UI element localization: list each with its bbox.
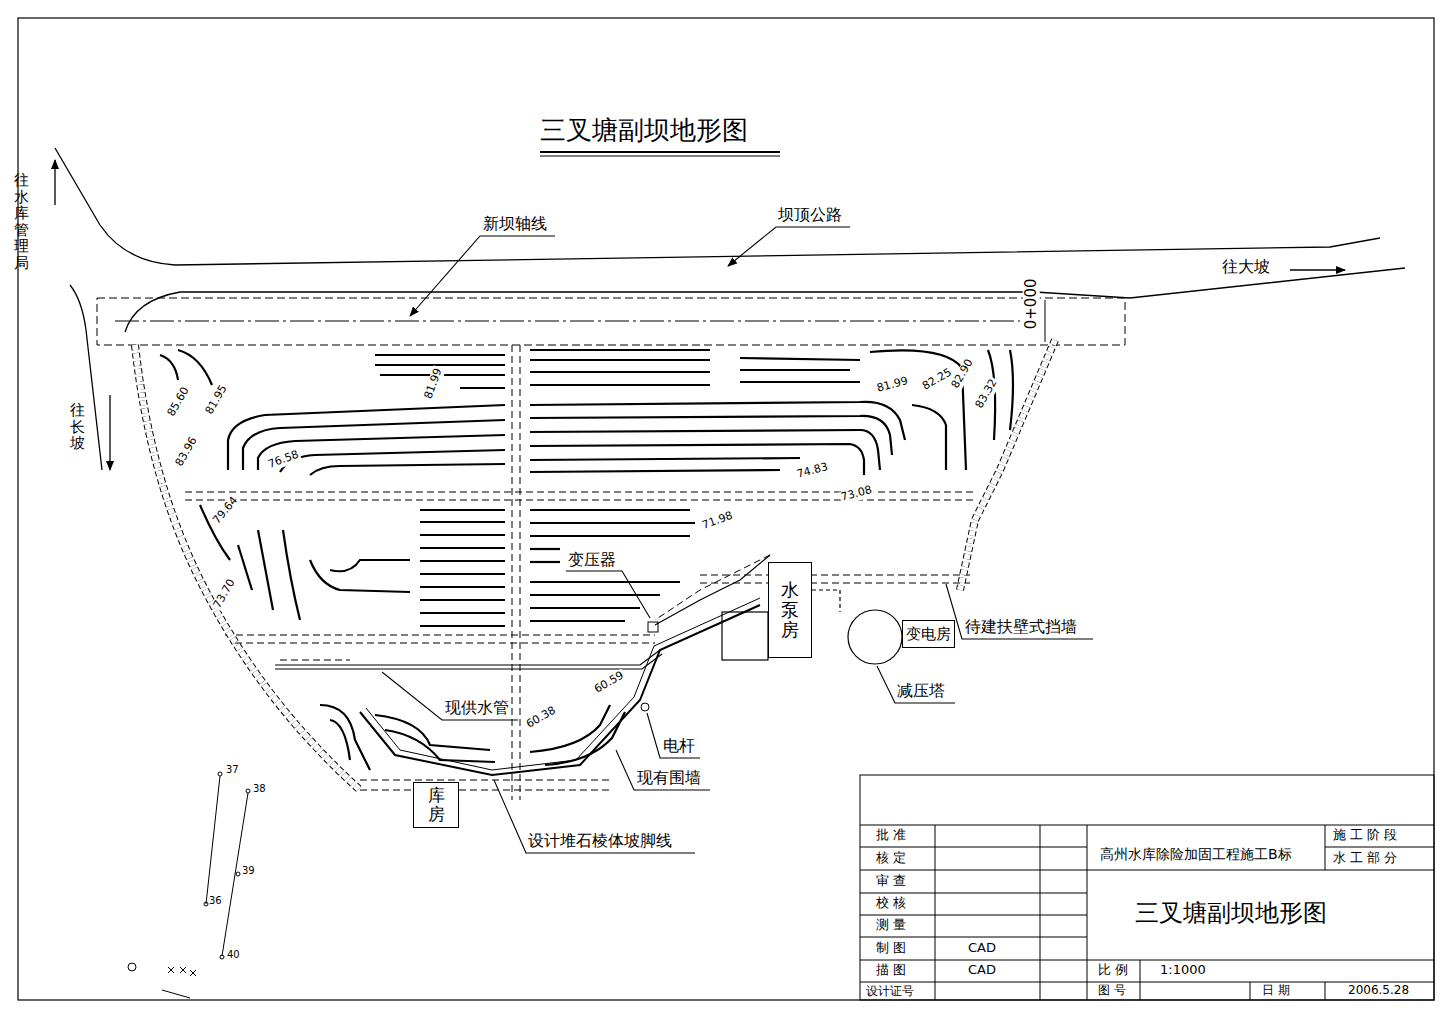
- direction-label: 往长坡: [70, 402, 85, 452]
- table-cell: 校 核: [876, 896, 906, 911]
- title-block-grid: [860, 775, 1434, 1000]
- table-cell: 2006.5.28: [1348, 984, 1409, 998]
- sheet-frame: [18, 18, 1434, 1000]
- site-lines: [275, 555, 902, 775]
- boundary-wall: [135, 340, 1055, 790]
- map-title: 三叉塘副坝地形图: [540, 116, 748, 146]
- elevation-number: 60.59: [592, 669, 627, 697]
- table-cell: 批 准: [876, 828, 906, 843]
- table-cell: 施 工 阶 段: [1333, 828, 1397, 843]
- table-cell: 水 工 部 分: [1333, 851, 1397, 866]
- elevation-number: 85.60: [165, 385, 193, 420]
- table-cell: CAD: [968, 963, 996, 978]
- dashed-bands: [185, 345, 975, 800]
- elevation-number: 83.32: [973, 377, 1001, 412]
- table-cell: CAD: [968, 941, 996, 956]
- title-underline: [540, 152, 780, 156]
- table-cell: 三叉塘副坝地形图: [1135, 900, 1327, 928]
- elevation-number: 60.38: [524, 704, 559, 732]
- callout-label: 变压器: [568, 551, 616, 569]
- elevation-number: 81.95: [203, 383, 231, 418]
- callout-label: 减压塔: [897, 682, 945, 700]
- table-cell: 描 图: [876, 963, 906, 978]
- callout-label: 设计堆石棱体坡脚线: [528, 832, 672, 850]
- contour-lines: [160, 350, 1013, 770]
- direction-label: 往大坡: [1222, 258, 1270, 276]
- building-name: 水泵房: [781, 580, 799, 639]
- road-edges: [55, 148, 1405, 470]
- elevation-number: 81.99: [422, 366, 445, 402]
- table-cell: 设计证号: [866, 985, 914, 999]
- building-box: 库房: [413, 782, 459, 828]
- table-cell: 审 查: [876, 874, 906, 889]
- callout-label: 新坝轴线: [483, 215, 547, 233]
- point-number: 36: [209, 895, 222, 907]
- elevation-number: 73.70: [211, 577, 239, 612]
- elevation-number: 82.25: [920, 366, 955, 394]
- table-cell: 核 定: [876, 851, 906, 866]
- direction-arrows: [55, 160, 1345, 470]
- point-number: 40: [227, 949, 240, 961]
- point-number: 38: [253, 783, 266, 795]
- point-number: 39: [242, 865, 255, 877]
- elevation-number: 79.64: [210, 494, 241, 528]
- table-cell: 1:1000: [1160, 963, 1206, 978]
- point-number: 37: [226, 764, 239, 776]
- table-cell: 高州水库除险加固工程施工B标: [1100, 846, 1292, 862]
- table-cell: 图 号: [1098, 984, 1126, 998]
- callout-label: 坝顶公路: [778, 206, 842, 224]
- leader-lines: [382, 227, 1093, 853]
- elevation-number: 73.08: [839, 484, 875, 505]
- building-name: 变电房: [906, 625, 951, 644]
- callout-label: 现有围墙: [637, 769, 701, 787]
- building-name: 库房: [428, 786, 445, 823]
- building-box: 变电房: [902, 620, 955, 648]
- building-box: 水泵房: [768, 562, 812, 658]
- table-cell: 制 图: [876, 941, 906, 956]
- survey-traverse: [128, 772, 250, 998]
- elevation-number: 71.98: [700, 510, 736, 533]
- callout-label: 待建扶壁式挡墙: [965, 618, 1077, 636]
- callout-label: 电杆: [663, 737, 695, 755]
- direction-label: 往水库管理局: [14, 172, 29, 271]
- elevation-number: 81.99: [875, 375, 911, 396]
- elevation-number: 74.83: [795, 461, 831, 482]
- table-cell: 日 期: [1262, 984, 1290, 998]
- table-cell: 测 量: [876, 918, 906, 933]
- callout-label: 现供水管: [445, 699, 509, 717]
- chainage-label: 0+000: [1023, 277, 1040, 330]
- dam-axis: [97, 298, 1125, 345]
- elevation-number: 83.96: [173, 435, 201, 470]
- table-cell: 比 例: [1098, 963, 1128, 978]
